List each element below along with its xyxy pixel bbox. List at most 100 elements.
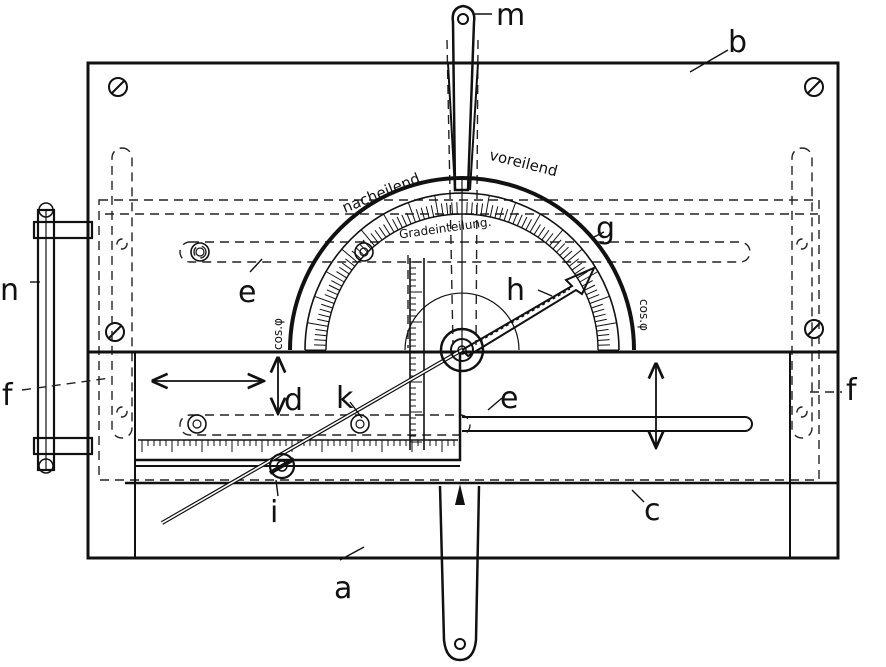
lever-m [446, 4, 479, 346]
label-f-right: f [846, 373, 858, 408]
protractor-tick [325, 271, 345, 283]
protractor-tick [314, 339, 327, 342]
protractor-tick [521, 216, 528, 228]
protractor-tick [584, 284, 596, 291]
protractor-tick [562, 250, 573, 260]
protractor-tick [512, 212, 518, 225]
protractor-tick [383, 224, 391, 235]
protractor-ticks [305, 193, 619, 351]
protractor-tick [556, 243, 566, 253]
protractor-tick [314, 334, 327, 337]
pin-i [268, 452, 296, 480]
protractor-tick [565, 248, 583, 263]
label-e-left: e [238, 275, 256, 310]
rod-k [161, 348, 463, 525]
pointer-h [460, 266, 596, 358]
protractor-tick [326, 289, 338, 296]
label-m: m [496, 0, 525, 33]
protractor-tick [480, 203, 484, 216]
protractor-tick [586, 289, 598, 296]
protractor-tick [318, 313, 331, 318]
center-pivot [439, 327, 485, 373]
protractor-tick [328, 284, 340, 291]
protractor-tick [446, 202, 449, 215]
protractor-tick [351, 250, 362, 260]
protractor-tick [589, 295, 610, 304]
label-degree-scale: Gradeinteilung. [398, 215, 492, 242]
protractor-tick [336, 271, 347, 279]
protractor-tick [574, 266, 585, 275]
protractor-tick [317, 318, 330, 323]
label-e-right: e [500, 381, 518, 416]
protractor-tick [485, 195, 490, 217]
protractor-tick [545, 233, 554, 244]
ruler-ticks [141, 440, 455, 452]
protractor-tick [494, 206, 499, 219]
base-plate-b [86, 61, 840, 560]
protractor-tick [597, 334, 610, 337]
protractor-tick [503, 209, 509, 221]
label-a: a [334, 571, 352, 606]
protractor-tick [425, 206, 430, 219]
protractor-tick [314, 295, 335, 304]
protractor-tick [597, 339, 610, 342]
screw-mid-left [105, 322, 125, 342]
label-cos-right: cos.φ [637, 299, 651, 331]
handle-n [32, 202, 94, 474]
protractor-tick [341, 248, 359, 263]
protractor-tick [358, 243, 368, 253]
protractor-tick [559, 246, 569, 256]
protractor-g [288, 176, 636, 450]
vertical-scale-ticks [410, 261, 422, 443]
label-i: i [270, 495, 278, 530]
protractor-tick [571, 262, 583, 271]
protractor-tick [489, 205, 494, 218]
protractor-tick [374, 229, 383, 241]
protractor-tick [440, 203, 444, 216]
label-b: b [728, 25, 747, 60]
ruler-d [135, 350, 462, 467]
protractor-tick [396, 216, 403, 228]
protractor-tick [549, 229, 564, 247]
label-h: h [506, 273, 525, 308]
protractor-tick [595, 322, 617, 327]
screw-mid-right [804, 319, 824, 339]
protractor-tick [525, 219, 532, 231]
leader-lines [21, 13, 842, 561]
protractor-tick [591, 303, 603, 309]
protractor-tick [537, 227, 546, 238]
protractor-tick [552, 239, 562, 250]
label-n: n [0, 273, 19, 308]
slot-screw-2 [354, 242, 374, 262]
protractor-tick [383, 213, 395, 233]
label-lagging: nacheilend [340, 169, 423, 217]
ruler-screw-2 [350, 414, 370, 434]
protractor-tick [321, 303, 333, 309]
protractor-tick [592, 308, 605, 313]
label-f-left: f [2, 378, 14, 413]
protractor-tick [341, 262, 353, 271]
protractor-tick [475, 202, 478, 215]
protractor-tick [392, 219, 399, 231]
protractor-tick [434, 195, 439, 217]
motion-arrows [155, 360, 656, 446]
protractor-tick [587, 294, 600, 300]
label-cos-left: cos.φ [271, 318, 285, 350]
protractor-tick [568, 258, 579, 267]
protractor-tick [406, 212, 412, 225]
protractor-tick [324, 294, 337, 300]
protractor-tick [319, 308, 332, 313]
protractor-tick [362, 239, 372, 250]
protractor-tick [415, 209, 421, 221]
protractor-tick [593, 313, 606, 318]
protractor-tick [430, 205, 435, 218]
protractor-tick [577, 271, 588, 279]
label-d: d [284, 383, 303, 418]
slide-c [88, 350, 838, 558]
protractor-tick [451, 202, 454, 215]
protractor-tick [541, 229, 550, 241]
protractor-tick [594, 318, 607, 323]
protractor-tick [533, 224, 541, 235]
protractor-tick [470, 202, 473, 215]
